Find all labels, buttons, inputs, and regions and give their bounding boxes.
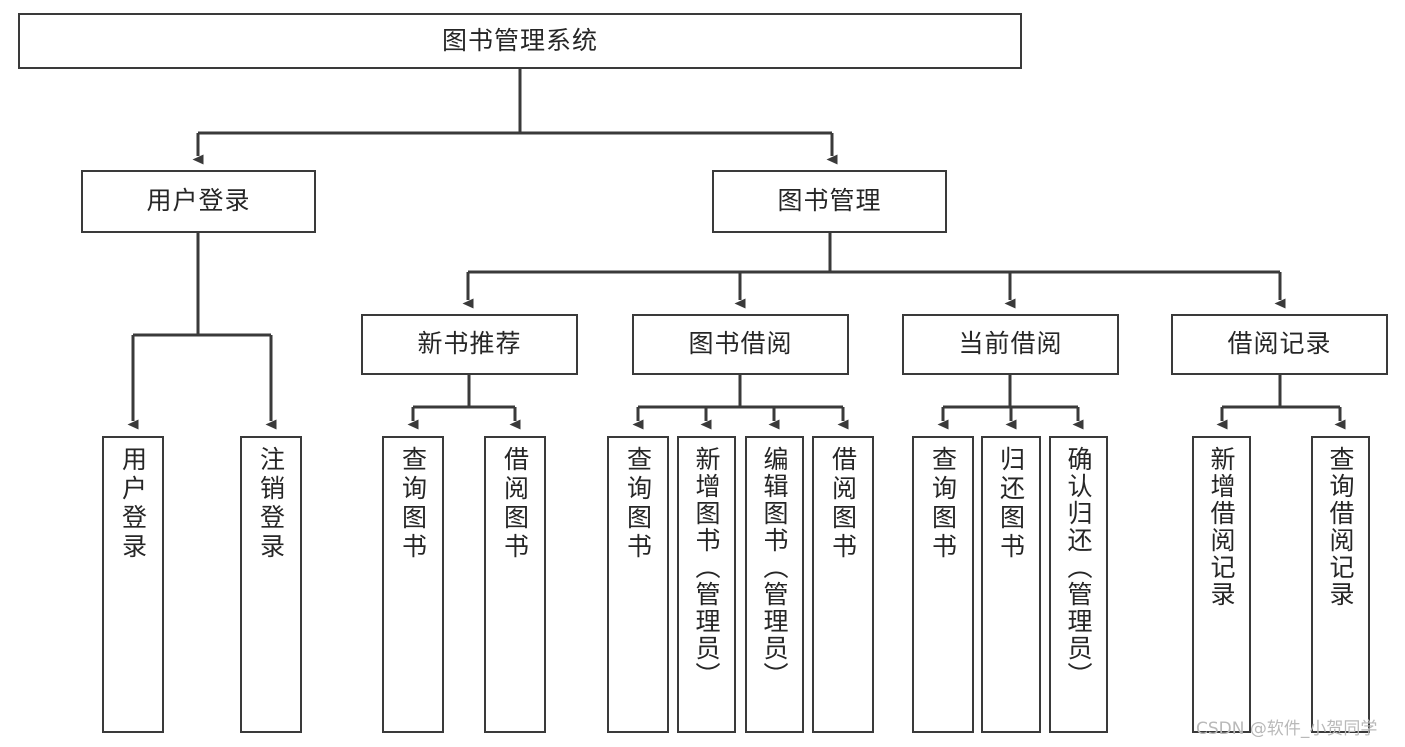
node-leaf-borrow-book-2[interactable]: 借阅图书: [812, 436, 874, 733]
node-leaf-user-logout-label: 注销登录: [256, 446, 286, 562]
node-current-borrow-label: 当前借阅: [958, 329, 1063, 359]
csdn-watermark: CSDN @软件_小贺同学: [1196, 719, 1378, 739]
node-current-borrow[interactable]: 当前借阅: [902, 314, 1119, 375]
node-leaf-borrow-book-1-label: 借阅图书: [500, 446, 530, 562]
node-borrow-record-label: 借阅记录: [1227, 329, 1332, 359]
node-leaf-add-book-admin-label: 新增图书（管理员）: [692, 446, 721, 689]
node-leaf-confirm-return-admin[interactable]: 确认归还（管理员）: [1049, 436, 1108, 733]
node-leaf-edit-book-admin-label: 编辑图书（管理员）: [760, 446, 789, 689]
node-leaf-query-book-2-label: 查询图书: [623, 446, 653, 562]
node-leaf-add-book-admin[interactable]: 新增图书（管理员）: [677, 436, 736, 733]
node-borrow-record[interactable]: 借阅记录: [1171, 314, 1388, 375]
node-leaf-return-book[interactable]: 归还图书: [981, 436, 1041, 733]
node-leaf-query-book-2[interactable]: 查询图书: [607, 436, 669, 733]
node-root-label: 图书管理系统: [441, 25, 598, 55]
node-leaf-query-book-3[interactable]: 查询图书: [912, 436, 974, 733]
node-root[interactable]: 图书管理系统: [18, 13, 1022, 69]
node-leaf-user-login[interactable]: 用户登录: [102, 436, 164, 733]
node-user-login-label: 用户登录: [146, 186, 251, 216]
node-leaf-user-login-label: 用户登录: [118, 446, 148, 562]
node-new-book-recommend[interactable]: 新书推荐: [361, 314, 578, 375]
node-leaf-query-borrow-record[interactable]: 查询借阅记录: [1311, 436, 1370, 733]
node-leaf-return-book-label: 归还图书: [996, 446, 1026, 562]
node-book-manage-label: 图书管理: [777, 186, 882, 216]
node-leaf-query-book-1-label: 查询图书: [398, 446, 428, 562]
node-leaf-borrow-book-2-label: 借阅图书: [828, 446, 858, 562]
node-user-login[interactable]: 用户登录: [81, 170, 316, 233]
node-new-book-recommend-label: 新书推荐: [417, 329, 522, 359]
node-leaf-query-borrow-record-label: 查询借阅记录: [1326, 446, 1355, 608]
node-leaf-user-logout[interactable]: 注销登录: [240, 436, 302, 733]
node-book-manage[interactable]: 图书管理: [712, 170, 947, 233]
node-leaf-add-borrow-record[interactable]: 新增借阅记录: [1192, 436, 1251, 733]
node-leaf-confirm-return-admin-label: 确认归还（管理员）: [1064, 446, 1093, 689]
node-book-borrow[interactable]: 图书借阅: [632, 314, 849, 375]
node-leaf-add-borrow-record-label: 新增借阅记录: [1207, 446, 1236, 608]
node-leaf-query-book-1[interactable]: 查询图书: [382, 436, 444, 733]
node-book-borrow-label: 图书借阅: [688, 329, 793, 359]
node-leaf-edit-book-admin[interactable]: 编辑图书（管理员）: [745, 436, 804, 733]
node-leaf-query-book-3-label: 查询图书: [928, 446, 958, 562]
node-leaf-borrow-book-1[interactable]: 借阅图书: [484, 436, 546, 733]
